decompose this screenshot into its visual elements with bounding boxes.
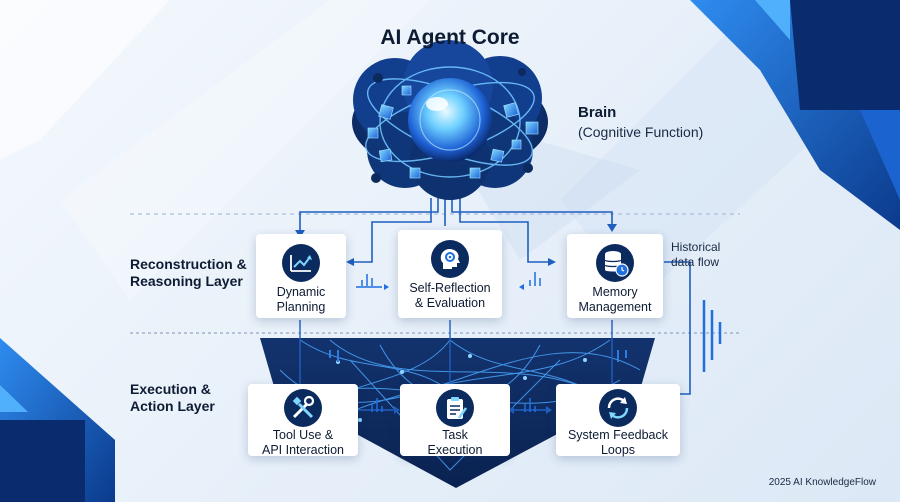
core-orb-icon [408, 78, 492, 162]
execution-layer-line2: Action Layer [130, 398, 215, 414]
card-line2: Planning [276, 300, 326, 314]
card-feedback-loops: System Feedback Loops [556, 384, 680, 458]
brain-subtitle: (Cognitive Function) [578, 124, 704, 140]
refresh-icon [599, 389, 637, 427]
card-line2: & Evaluation [414, 296, 486, 310]
head-gear-icon [431, 240, 469, 278]
chart-trend-icon [282, 244, 320, 282]
card-memory-management-label: Memory Management [567, 285, 663, 315]
tools-icon [284, 389, 322, 427]
clipboard-icon [436, 389, 474, 427]
execution-layer-label: Execution & Action Layer [130, 381, 215, 415]
footer-credit: 2025 AI KnowledgeFlow [768, 477, 876, 488]
historical-flow-line2: data flow [671, 255, 720, 269]
card-self-reflection: Self-Reflection & Evaluation [398, 230, 502, 318]
historical-data-flow-label: Historical data flow [671, 240, 720, 270]
card-tool-use-label: Tool Use & API Interaction [248, 428, 358, 458]
card-line2: Management [578, 300, 652, 314]
execution-layer-line1: Execution & [130, 381, 211, 397]
reasoning-layer-line2: Reasoning Layer [130, 273, 243, 289]
card-task-execution-label: Task Execution [400, 428, 510, 458]
diagram-title: AI Agent Core [380, 26, 520, 49]
card-line1: Memory [592, 285, 638, 299]
card-line2: Execution [427, 443, 483, 457]
brain-title: Brain [578, 104, 617, 121]
card-task-execution: Task Execution [400, 384, 510, 458]
reasoning-layer-label: Reconstruction & Reasoning Layer [130, 256, 247, 290]
card-self-reflection-label: Self-Reflection & Evaluation [398, 281, 502, 311]
historical-flow-line1: Historical [671, 240, 721, 254]
card-line2: Loops [600, 443, 636, 457]
card-tool-use: Tool Use & API Interaction [248, 384, 358, 458]
database-clock-icon [596, 244, 634, 282]
card-line1: Dynamic [276, 285, 326, 299]
card-memory-management: Memory Management [567, 234, 663, 318]
card-dynamic-planning: Dynamic Planning [256, 234, 346, 318]
card-line1: Tool Use & [272, 428, 334, 442]
card-line1: System Feedback [567, 428, 669, 442]
card-feedback-loops-label: System Feedback Loops [556, 428, 680, 458]
card-line2: API Interaction [262, 443, 344, 457]
card-dynamic-planning-label: Dynamic Planning [256, 285, 346, 315]
card-line1: Task [442, 428, 468, 442]
card-line1: Self-Reflection [409, 281, 491, 295]
reasoning-layer-line1: Reconstruction & [130, 256, 247, 272]
